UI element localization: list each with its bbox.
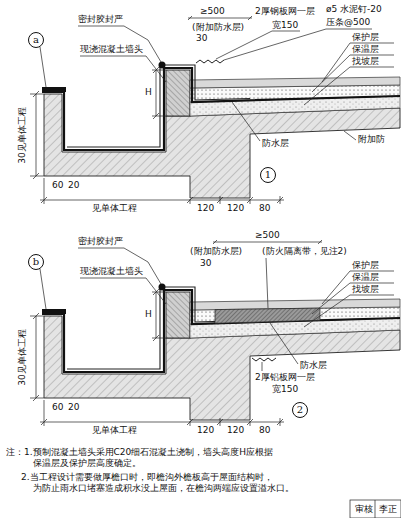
callout-label: 防水层 [300,360,327,371]
dimension-text: 120 [197,425,214,436]
dimension-text: 60 [52,402,63,413]
callout-label: 2厚铝板网一层 [255,372,315,383]
callout-label: 现浇混凝土墙头 [80,266,143,277]
callout-label: 找坡层 [352,284,379,295]
dimension-text: H [145,87,152,98]
path-stroke [375,500,376,518]
figure-index-circle: b [28,254,44,270]
path-stroke [213,240,322,244]
callout-label: 密封胶封严 [78,236,123,247]
path-stroke [232,102,260,141]
dimension-text: 30 [196,33,207,44]
figure-index-circle: 1 [260,167,276,183]
path-stroke [40,269,46,309]
dimension-text: 30 [200,258,211,269]
callout-label: 附加防 [358,134,385,145]
dimension-text: 30见单体工程 [17,107,28,163]
path-stroke [266,258,268,308]
dimension-text: 120 [227,203,244,214]
path-stroke [304,271,394,327]
dimension-text: ≥500 [255,230,280,241]
callout-label: ø5 水泥钉-20 [326,4,382,15]
title-block-text: 李正 [379,504,397,515]
figure-index-circle: a [28,32,44,48]
dimension-text: 见单体工程 [92,425,137,436]
callout-label: (防火隔离带，见注2) [262,246,347,257]
callout-label: 2厚钢板网一层 [255,6,315,17]
dimension-text: 120 [197,203,214,214]
callout-label: 保护层 [352,260,379,271]
callout-label: (附加防水层) [192,22,244,33]
path-stroke [188,16,252,20]
callout-label: 密封胶封严 [78,14,123,25]
path-stroke [80,56,166,82]
dimension-text: 30见单体工程 [17,329,28,385]
callout-label: 保温层 [352,272,379,283]
dimension-text: 120 [227,425,244,436]
path-stroke [262,362,263,371]
use-stroke [30,62,400,205]
path-stroke [252,358,276,361]
path-stroke [304,43,394,105]
path-stroke [215,308,320,323]
path-stroke [270,323,298,364]
use-stroke [30,284,400,427]
figure-index-circle: 2 [292,402,308,418]
dimension-text: ≥500 [200,6,225,17]
note-text: 注：1.预制混凝土墙头采用C20细石混凝土浇制，墙头高度H应根据 保温层及保护层… [6,447,336,469]
rect-stroke [350,500,401,518]
figure-index-text: b [33,257,39,267]
path-stroke [344,131,356,140]
figure-index-text: a [33,35,39,45]
figure-index-text: 1 [265,170,271,180]
path-stroke [78,248,161,284]
path-stroke [216,31,300,59]
dimension-text: 60 [52,180,63,191]
callout-label: 防水层 [262,138,289,149]
dimension-text: H [145,309,152,320]
callout-label: 压条@500 [326,17,370,28]
callout-label: 找坡层 [352,56,379,67]
dimension-text: 见单体工程 [92,203,137,214]
callout-label: 保护层 [352,32,379,43]
callout-label: 宽150 [272,20,298,31]
note-text: 2.当工程设计需要做厚檐口时，即檐沟外檐板高于屋面结构时， 为防止雨水口堵塞造成… [21,472,346,494]
path-stroke [196,60,224,63]
callout-label: 宽150 [272,384,298,395]
path-stroke [40,47,46,87]
dimension-text: 20 [68,180,79,191]
dimension-text: 20 [68,402,79,413]
dimension-text: 80 [259,425,270,436]
path-stroke [78,26,161,62]
callout-label: 保温层 [352,44,379,55]
g-stroke [40,16,401,518]
path-stroke [80,278,166,304]
dimension-text: 80 [259,203,270,214]
figure-index-text: 2 [297,405,303,415]
title-block-text: 审核 [355,504,373,515]
callout-label: 现浇混凝土墙头 [80,44,143,55]
callout-label: (附加防水层) [190,246,242,257]
